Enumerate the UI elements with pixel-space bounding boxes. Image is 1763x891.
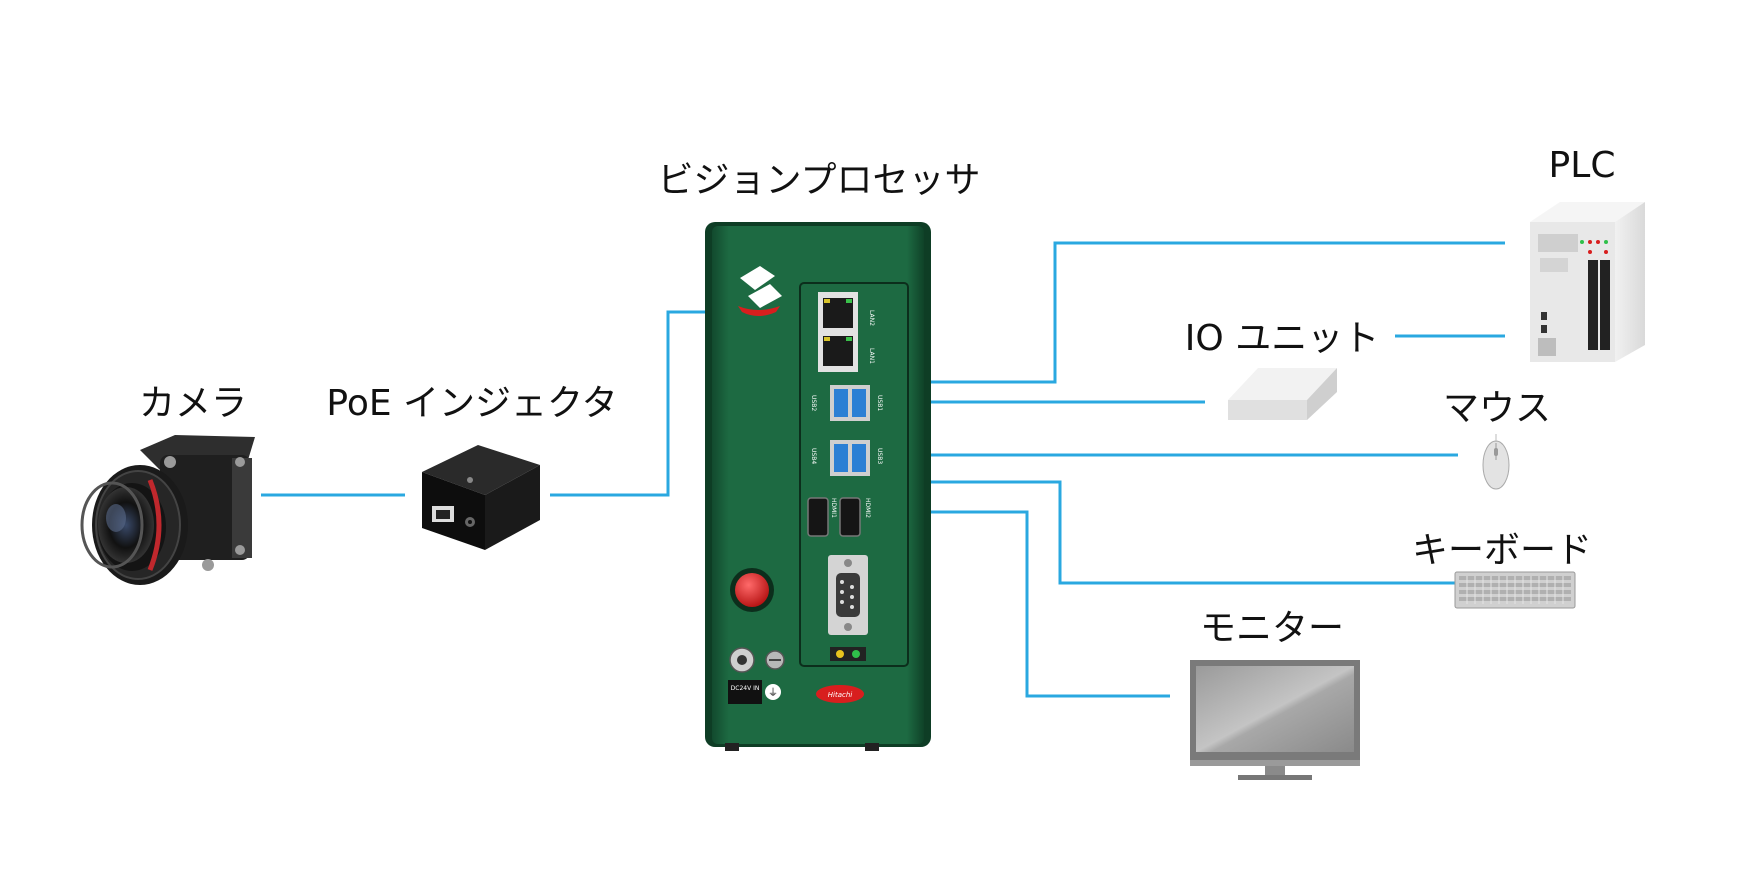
hdmi2-port[interactable] <box>839 497 861 537</box>
brand-label: Hitachi <box>828 691 853 699</box>
port-panel <box>799 282 909 667</box>
usb1-label: USB1 <box>876 395 883 411</box>
hdmi1-port[interactable] <box>807 497 829 537</box>
poe-injector-icon <box>422 445 540 550</box>
link-usb-keyboard <box>830 480 1455 585</box>
usb-port-1[interactable] <box>834 389 848 417</box>
usb2-label: USB2 <box>810 395 817 411</box>
usb-ports-upper: USB2 USB1 <box>810 385 883 421</box>
usb-port-2[interactable] <box>852 389 866 417</box>
lan2-label: LAN2 <box>868 310 875 326</box>
usb-ports-lower: USB4 USB3 <box>810 440 883 476</box>
mouse-icon <box>1482 434 1510 490</box>
logo-icon <box>738 266 782 316</box>
power-input-label: DC24V IN <box>731 685 760 692</box>
camera-label: カメラ <box>139 383 247 424</box>
hdmi2-label: HDMI2 <box>864 498 871 518</box>
usb3-label: USB3 <box>876 448 883 464</box>
usb-port-3[interactable] <box>834 444 848 472</box>
dc-jack-icon <box>729 647 755 673</box>
link-usb-plc <box>868 241 1505 384</box>
hdmi1-label: HDMI1 <box>830 498 837 518</box>
usb4-label: USB4 <box>810 448 817 464</box>
vision-processor-label: ビジョンプロセッサ <box>658 160 981 201</box>
lan-ports: LAN2 LAN1 <box>818 292 875 372</box>
poe-injector-label: PoE インジェクタ <box>326 383 617 424</box>
keyboard-label: キーボード <box>1412 530 1592 571</box>
power-button[interactable] <box>730 568 774 612</box>
lan1-label: LAN1 <box>868 348 875 364</box>
keyboard-icon <box>1454 571 1576 609</box>
industrial-camera-icon <box>80 435 255 585</box>
hdmi-ports: HDMI1 HDMI2 <box>807 497 871 537</box>
io-unit-label: IO ユニット <box>1185 318 1379 359</box>
usb-port-4[interactable] <box>852 444 866 472</box>
io-unit-icon <box>1228 368 1337 420</box>
serial-port[interactable] <box>828 555 868 635</box>
link-hdmi-monitor <box>858 510 1170 698</box>
plc-label: PLC <box>1549 145 1616 186</box>
plc-icon <box>1530 202 1645 362</box>
ground-symbol-icon: ⏚ <box>768 687 778 699</box>
status-leds <box>830 647 866 661</box>
ground-screw-icon <box>765 650 785 670</box>
monitor-label: モニター <box>1200 608 1344 649</box>
monitor-icon <box>1190 660 1360 780</box>
vision-processor: LAN2 LAN1 USB2 USB1 USB4 USB3 HDMI1 HDMI… <box>705 222 931 751</box>
mouse-label: マウス <box>1443 388 1551 429</box>
